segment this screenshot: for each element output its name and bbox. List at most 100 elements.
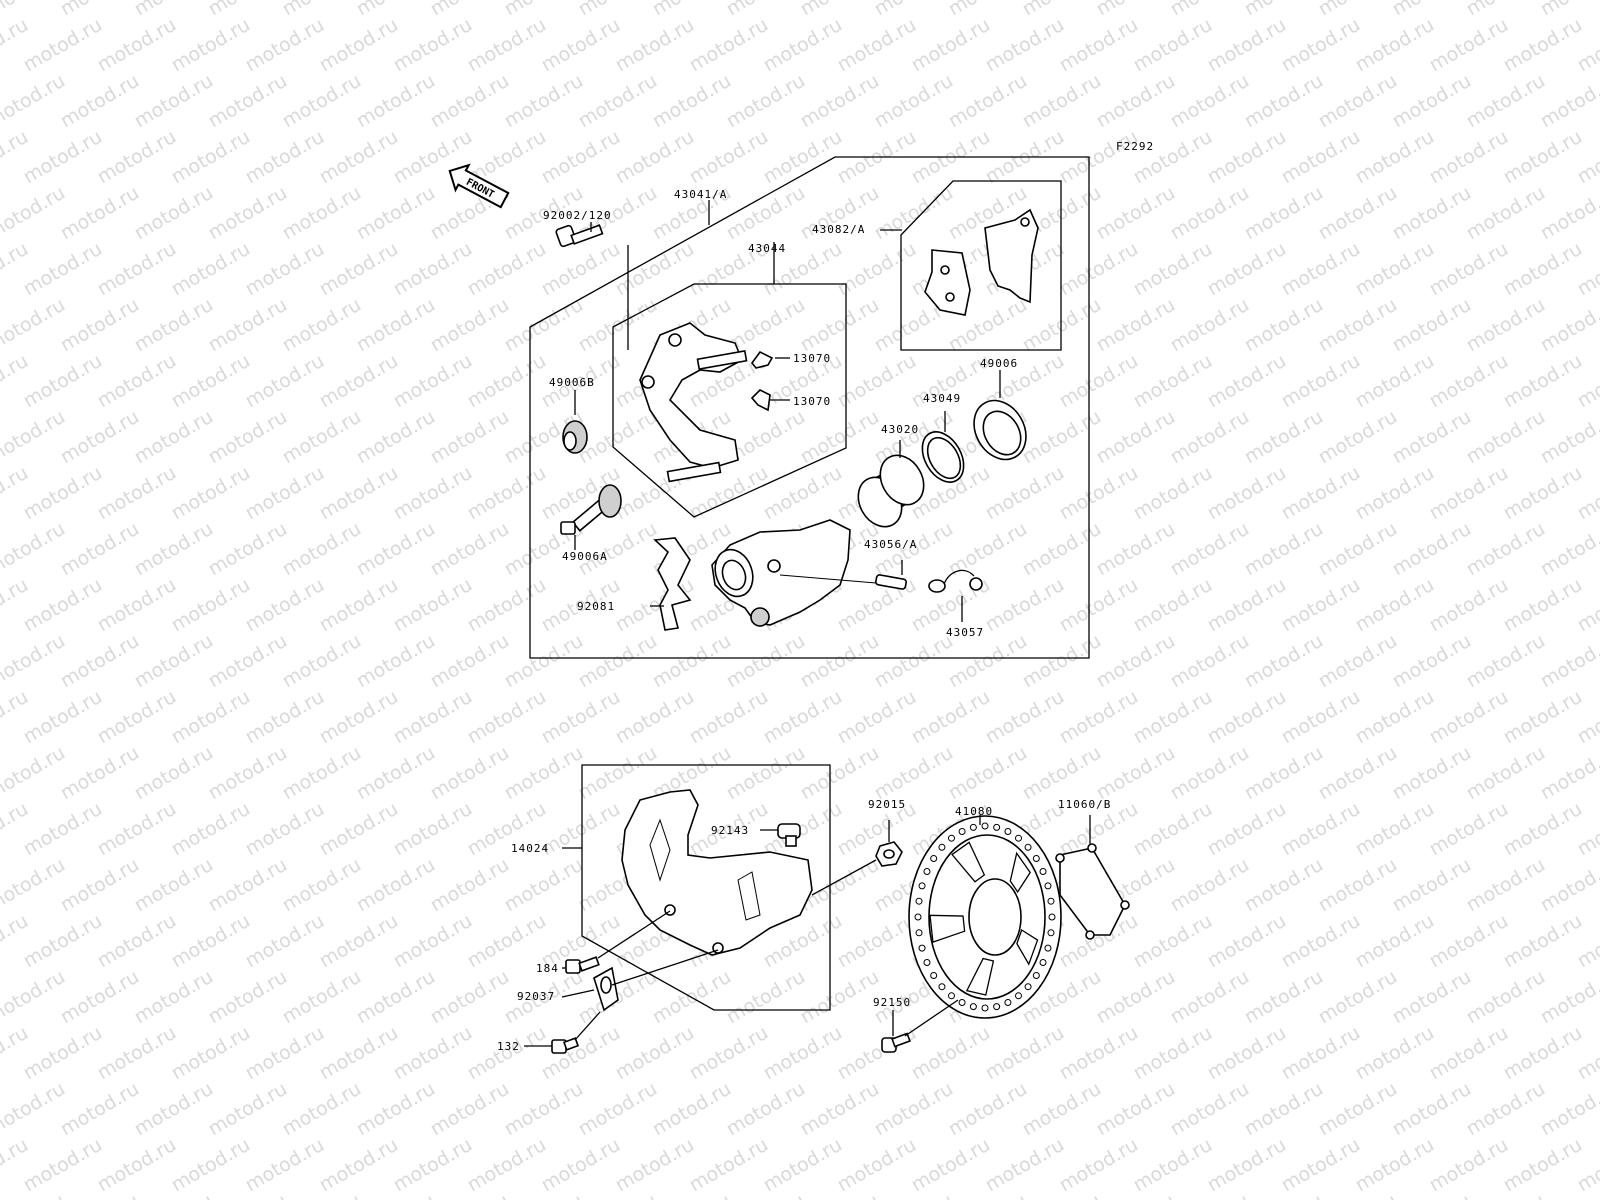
watermark-text: motod.ru (1315, 294, 1401, 357)
watermark-text: motod.ru (57, 966, 143, 1029)
watermark-text: motod.ru (390, 14, 476, 77)
watermark-text: motod.ru (686, 686, 772, 749)
watermark-text: motod.ru (797, 0, 883, 20)
disc-vent-hole (1044, 882, 1052, 890)
watermark-text: motod.ru (1130, 574, 1216, 637)
watermark-text: motod.ru (1167, 630, 1253, 693)
watermark-text: motod.ru (242, 574, 328, 637)
watermark-text: motod.ru (723, 0, 809, 20)
disc-vent-hole (1032, 971, 1040, 979)
watermark-text: motod.ru (57, 0, 143, 20)
watermark-text: motod.ru (1241, 630, 1327, 693)
watermark-text: motod.ru (427, 966, 513, 1029)
watermark-text: motod.ru (649, 1190, 735, 1200)
watermark-text: motod.ru (1204, 910, 1290, 973)
disc-vent-hole (1024, 843, 1032, 851)
watermark-text: motod.ru (390, 350, 476, 413)
label-43020: 43020 (881, 423, 919, 436)
watermark-text: motod.ru (1426, 238, 1512, 301)
watermark-text: motod.ru (1019, 518, 1105, 581)
watermark-text: motod.ru (1426, 462, 1512, 525)
watermark-text: motod.ru (1278, 1022, 1364, 1085)
label-92081: 92081 (577, 600, 615, 613)
watermark-text: motod.ru (279, 518, 365, 581)
watermark-text: motod.ru (427, 294, 513, 357)
watermark-text: motod.ru (908, 1134, 994, 1197)
watermark-text: motod.ru (1204, 126, 1290, 189)
watermark-text: motod.ru (871, 1078, 957, 1141)
watermark-text: motod.ru (242, 462, 328, 525)
disc-vent-hole (958, 827, 966, 835)
watermark-text: motod.ru (538, 1022, 624, 1085)
watermark-text: motod.ru (834, 1022, 920, 1085)
watermark-text: motod.ru (723, 742, 809, 805)
watermark-text: motod.ru (1352, 910, 1438, 973)
watermark-text: motod.ru (0, 182, 69, 245)
watermark-text: motod.ru (427, 742, 513, 805)
disc-vent-hole (981, 822, 989, 830)
watermark-text: motod.ru (1463, 518, 1549, 581)
watermark-text: motod.ru (1241, 1190, 1327, 1200)
label-43049: 43049 (923, 392, 961, 405)
watermark-text: motod.ru (1389, 630, 1475, 693)
watermark-text: motod.ru (649, 630, 735, 693)
watermark-text: motod.ru (1241, 294, 1327, 357)
watermark-text: motod.ru (316, 798, 402, 861)
watermark-text: motod.ru (205, 406, 291, 469)
watermark-text: motod.ru (1463, 70, 1549, 133)
watermark-text: motod.ru (353, 630, 439, 693)
watermark-text: motod.ru (575, 1190, 661, 1200)
disc-vent-hole (930, 855, 938, 863)
watermark-text: motod.ru (1167, 294, 1253, 357)
disc-vent-hole (938, 983, 946, 991)
watermark-text: motod.ru (464, 350, 550, 413)
disc-vent-hole (918, 882, 926, 890)
watermark-text: motod.ru (94, 574, 180, 637)
watermark-text: motod.ru (1167, 182, 1253, 245)
watermark-text: motod.ru (834, 910, 920, 973)
watermark-text: motod.ru (94, 126, 180, 189)
watermark-text: motod.ru (390, 574, 476, 637)
watermark-text: motod.ru (279, 294, 365, 357)
disc-vent-hole (993, 1003, 1001, 1011)
watermark-text: motod.ru (871, 0, 957, 20)
watermark-text: motod.ru (205, 854, 291, 917)
watermark-text: motod.ru (1130, 798, 1216, 861)
watermark-text: motod.ru (1315, 70, 1401, 133)
watermark-text: motod.ru (316, 910, 402, 973)
watermark-text: motod.ru (57, 406, 143, 469)
watermark-text: motod.ru (1352, 14, 1438, 77)
watermark-text: motod.ru (353, 742, 439, 805)
disc-guard-frame (581, 764, 831, 1011)
watermark-text: motod.ru (1537, 1078, 1600, 1141)
watermark-text: motod.ru (1352, 462, 1438, 525)
watermark-text: motod.ru (279, 70, 365, 133)
watermark-text: motod.ru (0, 630, 69, 693)
watermark-text: motod.ru (1389, 70, 1475, 133)
watermark-text: motod.ru (205, 518, 291, 581)
watermark-text: motod.ru (168, 1022, 254, 1085)
watermark-text: motod.ru (501, 1078, 587, 1141)
watermark-text: motod.ru (1241, 1078, 1327, 1141)
watermark-text: motod.ru (1167, 0, 1253, 20)
hose-clamp (593, 949, 719, 1012)
watermark-text: motod.ru (1389, 1190, 1475, 1200)
watermark-text: motod.ru (1315, 0, 1401, 20)
watermark-text: motod.ru (797, 630, 883, 693)
watermark-text: motod.ru (1463, 406, 1549, 469)
watermark-text: motod.ru (1426, 350, 1512, 413)
watermark-text: motod.ru (390, 1134, 476, 1197)
watermark-text: motod.ru (1278, 686, 1364, 749)
pad-clip-lower (750, 389, 790, 412)
watermark-text: motod.ru (612, 686, 698, 749)
watermark-text: motod.ru (797, 1078, 883, 1141)
disc-vent-hole (1039, 959, 1047, 966)
disc-vent-hole (923, 868, 931, 875)
watermark-text: motod.ru (20, 14, 106, 77)
piston-dust-seal (973, 370, 1027, 461)
watermark-text: motod.ru (1204, 350, 1290, 413)
watermark-text: motod.ru (464, 14, 550, 77)
watermark-text: motod.ru (353, 294, 439, 357)
disc-vent-hole (1024, 983, 1032, 991)
watermark-text: motod.ru (1056, 238, 1142, 301)
